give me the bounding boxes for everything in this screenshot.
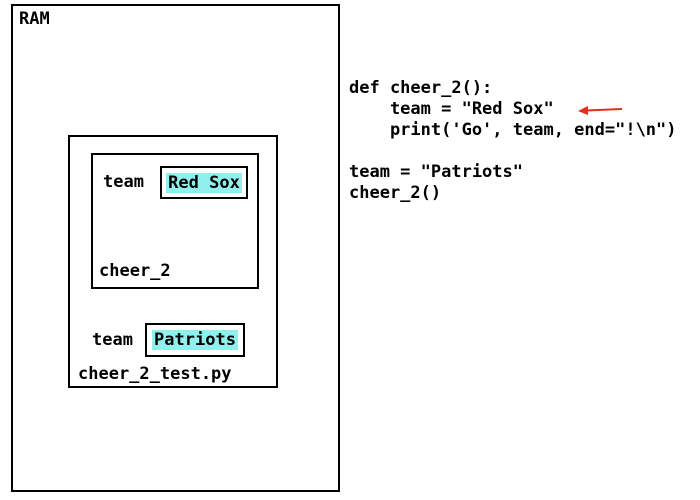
module-frame-name: cheer_2_test.py [78, 364, 232, 384]
function-variable-value: Red Sox [166, 172, 242, 193]
module-variable-name: team [92, 330, 133, 350]
code-line [349, 141, 677, 162]
code-listing: def cheer_2(): team = "Red Sox" print('G… [349, 78, 677, 204]
code-line: def cheer_2(): [349, 78, 493, 98]
module-variable-value-box: Patriots [145, 323, 245, 357]
code-line: team = "Patriots" [349, 162, 523, 182]
code-line: team = "Red Sox" [349, 99, 554, 119]
module-variable-value: Patriots [152, 330, 238, 350]
ram-label: RAM [19, 9, 50, 29]
function-frame-name: cheer_2 [99, 261, 171, 281]
current-line-arrow-icon [578, 106, 623, 115]
function-variable-name: team [103, 172, 144, 192]
function-variable-value-box: Red Sox [160, 166, 248, 199]
code-line: cheer_2() [349, 183, 442, 203]
code-line: print('Go', team, end="!\n") [349, 120, 677, 140]
